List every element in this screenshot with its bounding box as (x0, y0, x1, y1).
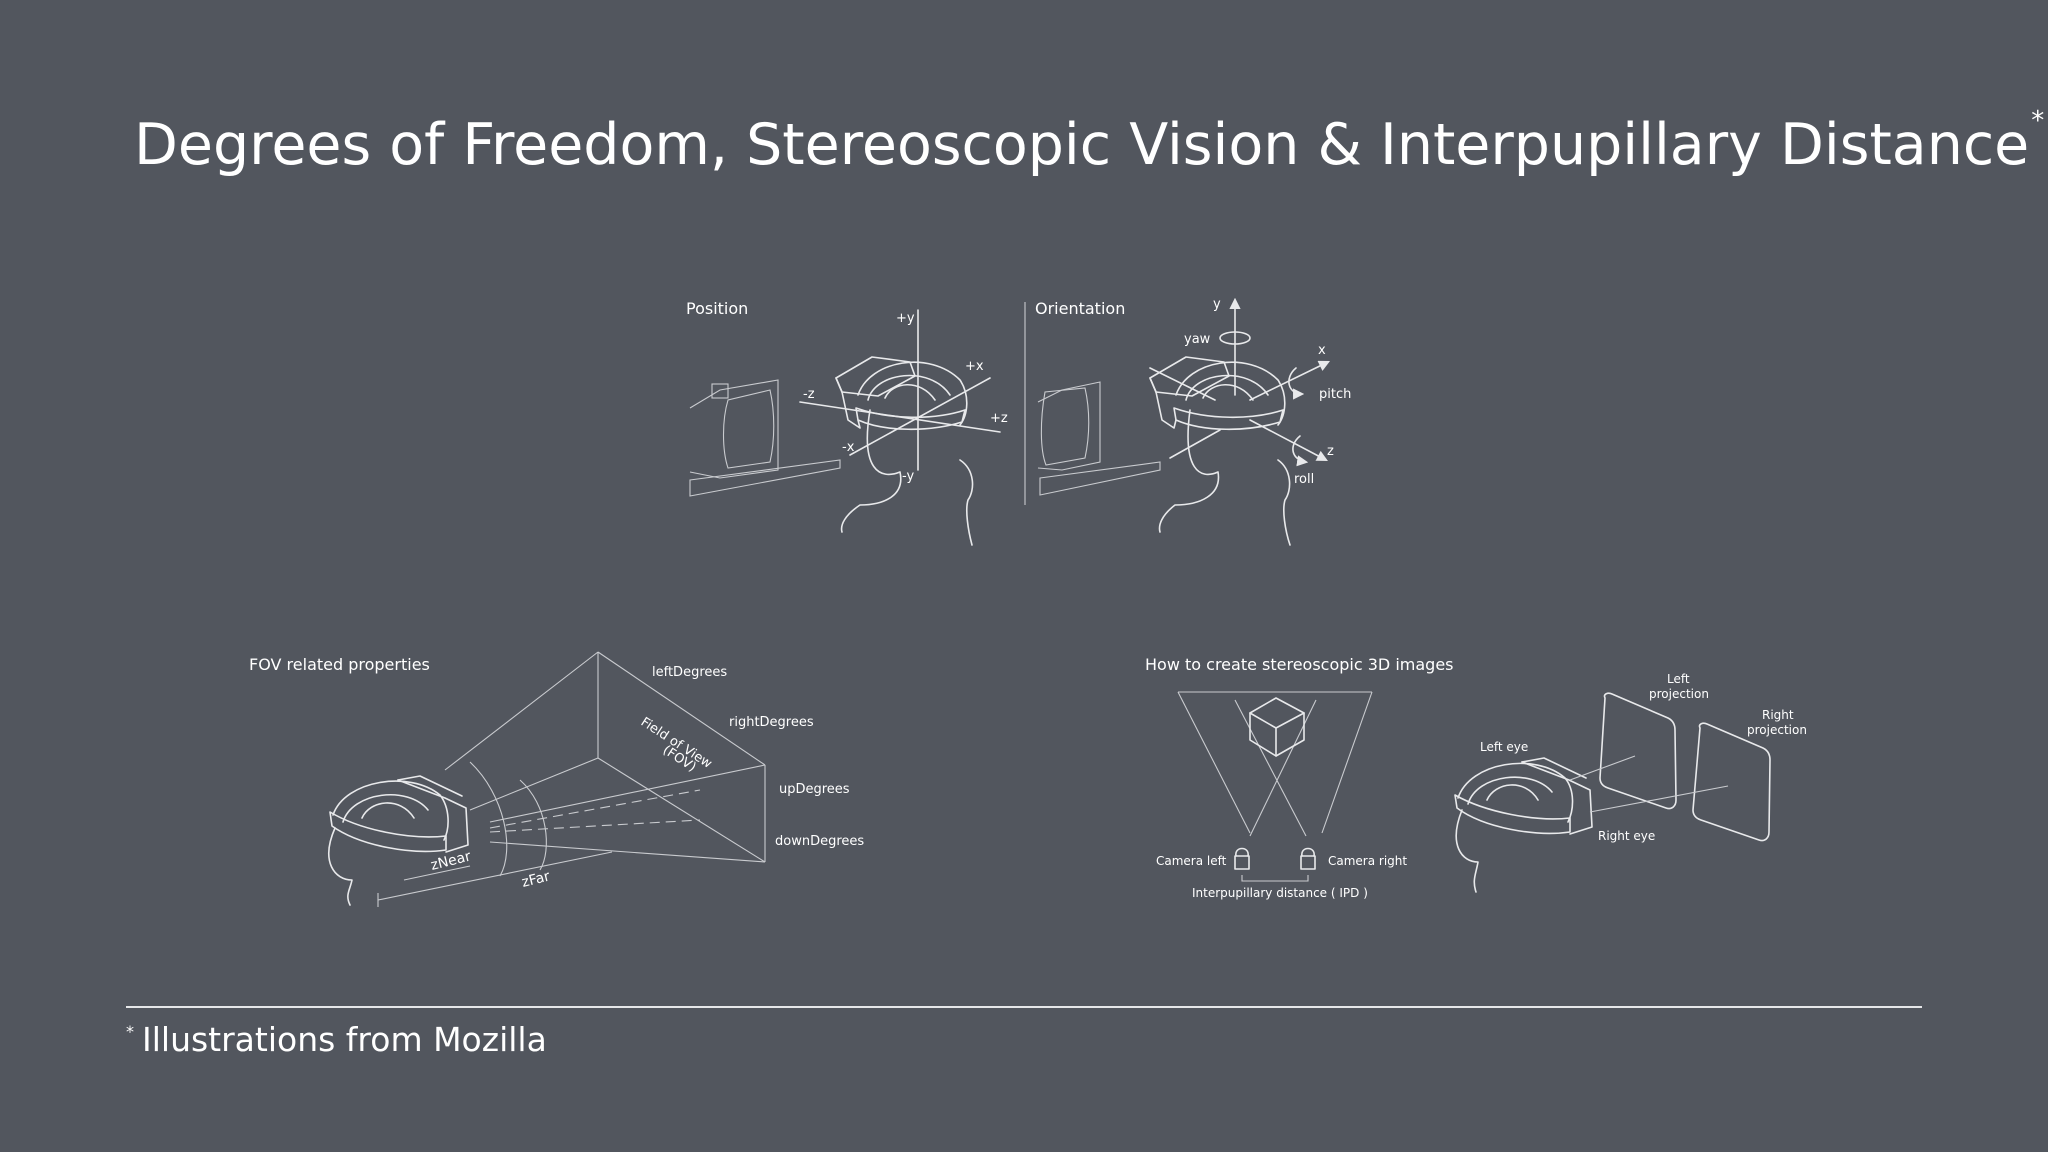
axis-y: y (1213, 297, 1221, 312)
up-degrees-label: upDegrees (779, 782, 850, 797)
camera-left-label: Camera left (1156, 854, 1227, 868)
ipd-label: Interpupillary distance ( IPD ) (1192, 886, 1368, 900)
left-eye-label: Left eye (1480, 740, 1528, 754)
left-projection-line1: Left (1667, 672, 1690, 686)
yaw-label: yaw (1184, 332, 1211, 347)
axis-plus-x: +x (965, 359, 984, 374)
stereo-head (1454, 757, 1593, 893)
axis-minus-y: -y (902, 469, 914, 484)
footnote-mark: * (126, 1022, 134, 1041)
camera-left-icon (1234, 847, 1250, 870)
fov-panel: FOV related properties (249, 651, 864, 907)
orientation-monitor (1037, 381, 1161, 496)
left-degrees-label: leftDegrees (652, 665, 727, 680)
title-text: Degrees of Freedom, Stereoscopic Vision … (134, 112, 2030, 178)
stereo-panel: How to create stereoscopic 3D images Cam… (1145, 655, 1807, 900)
orientation-head (1149, 356, 1291, 546)
down-degrees-label: downDegrees (775, 834, 864, 849)
page-title: Degrees of Freedom, Stereoscopic Vision … (134, 106, 2044, 178)
axis-plus-y: +y (896, 311, 915, 326)
orientation-panel: Orientation (1035, 297, 1351, 546)
pitch-label: pitch (1319, 387, 1351, 402)
zfar-label: zFar (520, 868, 552, 890)
camera-right-label: Camera right (1328, 854, 1407, 868)
footnote: * Illustrations from Mozilla (126, 1020, 547, 1059)
right-degrees-label: rightDegrees (729, 715, 814, 730)
position-head (835, 356, 974, 546)
axis-minus-x: -x (842, 440, 855, 455)
orientation-axes (1149, 297, 1331, 467)
right-eye-label: Right eye (1598, 829, 1655, 843)
left-projection-line2: projection (1649, 687, 1709, 701)
position-axes (799, 309, 1001, 471)
axis-z: z (1327, 444, 1334, 459)
footer-divider (126, 1006, 1922, 1008)
footnote-text: Illustrations from Mozilla (142, 1020, 547, 1059)
fov-head (328, 775, 469, 906)
axis-x: x (1318, 343, 1326, 358)
orientation-heading: Orientation (1035, 299, 1125, 318)
axis-minus-z: -z (803, 387, 815, 402)
position-monitor (689, 379, 841, 497)
position-heading: Position (686, 299, 748, 318)
right-projection-line1: Right (1762, 708, 1794, 722)
stereo-cameras-diagram (1177, 691, 1373, 882)
position-panel: Position +y +x -z +z -x (686, 299, 1008, 546)
fov-heading: FOV related properties (249, 655, 430, 674)
camera-right-icon (1300, 847, 1316, 870)
stereo-heading: How to create stereoscopic 3D images (1145, 655, 1454, 674)
right-projection-line2: projection (1747, 723, 1807, 737)
title-footnote-mark: * (2031, 106, 2045, 136)
stereo-projections (1569, 692, 1771, 842)
axis-plus-z: +z (990, 411, 1008, 426)
roll-label: roll (1294, 472, 1314, 487)
fov-frustum (377, 651, 766, 907)
